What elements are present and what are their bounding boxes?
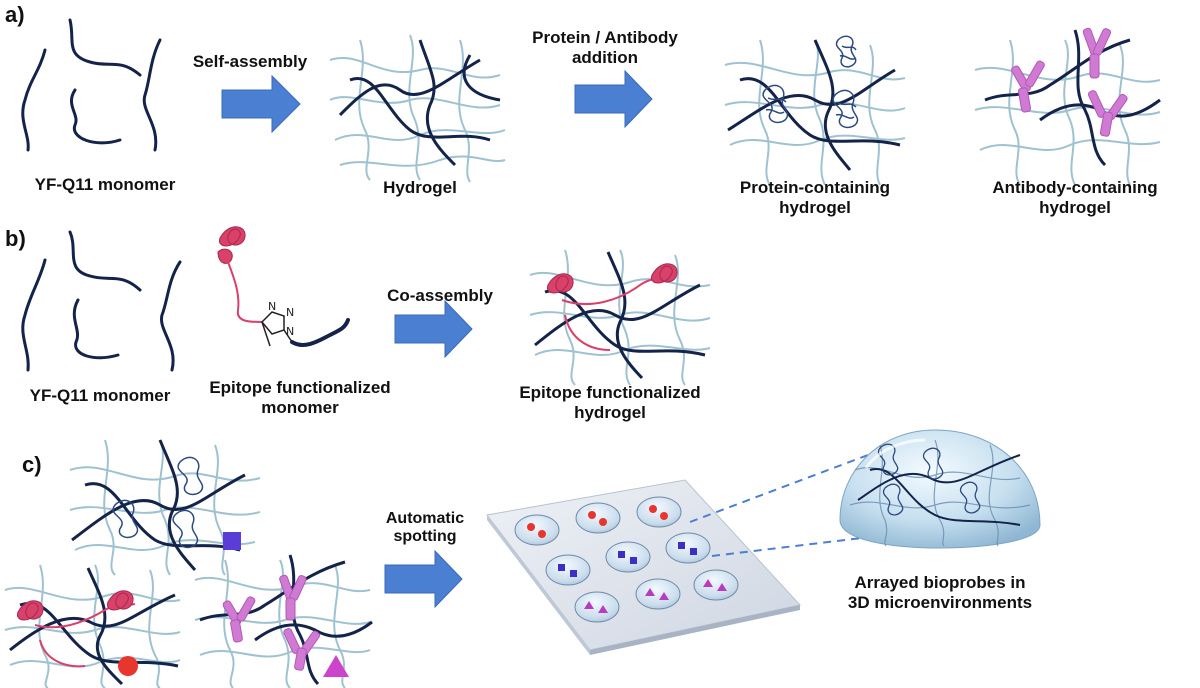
well [514,514,560,546]
label-b-monomer: YF-Q11 monomer [29,386,171,405]
label-line: Automatic [385,510,465,527]
protein-icon [835,35,857,68]
protein-icon [832,89,859,129]
well [574,591,620,623]
triazole-n1: N [268,300,276,313]
well [636,496,682,528]
epitope-helix-icon [650,263,678,284]
label-line: spotting [393,528,457,546]
label-antibody-hydrogel: Antibody-containing hydrogel [975,178,1175,217]
panel-label-c: c) [22,452,42,477]
epitope-helix-icon [546,273,574,294]
label-co-assembly: Co-assembly [387,286,493,305]
label-line: 3D microenvironments [847,592,1033,612]
antibody-icon [1087,90,1128,137]
well [545,554,591,586]
label-line: hydrogel [1039,197,1111,217]
arrow-protein-addition [574,69,653,129]
panel-b-monomers [21,230,182,372]
protein-icon [762,84,789,124]
label-line: addition [571,47,639,67]
monomer-fiber [21,48,47,152]
label-line: Epitope functionalized [209,378,391,397]
protein-icon [877,443,899,476]
label-hydrogel: Hydrogel [383,178,457,197]
label-epitope-monomer: Epitope functionalized monomer [195,378,405,417]
label-line: Antibody-containing [992,178,1158,197]
zoom-lines [689,454,871,557]
well [605,541,651,573]
spot-wells [514,496,739,623]
hydrogel-antibody [974,27,1161,186]
antibody-icon [283,628,321,671]
panel-c-protein-gel [69,439,261,576]
square-marker [223,532,241,550]
triazole-icon [260,311,293,347]
well [693,569,739,601]
epitope-monomer [217,226,350,347]
monomer-fiber [72,298,120,360]
well [635,578,681,610]
label-line: Protein-containing [739,178,891,197]
monomer-fiber [21,258,47,372]
triangle-marker [323,655,349,677]
label-protein-antibody-addition: Protein / Antibody addition [520,28,690,67]
label-line: Epitope functionalized [519,383,701,402]
protein-icon [882,483,904,516]
protein-icon [177,456,204,496]
epitope-helix-icon [16,600,44,621]
panel-c-epitope-gel [4,564,181,688]
label-epitope-hydrogel: Epitope functionalized hydrogel [500,383,720,422]
epitope-helix-icon [106,590,134,611]
label-automatic-spotting: Automatic spotting [360,510,490,547]
hydrogel-a [329,34,506,183]
label-line: hydrogel [779,197,851,217]
triazole-n2: N [286,306,294,319]
label-line: monomer [261,397,339,417]
zoomed-droplet [839,429,1041,549]
label-self-assembly: Self-assembly [192,52,308,71]
monomer-fiber [69,88,122,145]
protein-icon [112,499,139,539]
label-arrayed-bioprobes: Arrayed bioprobes in 3D microenvironment… [820,573,1060,612]
monomer-fiber [68,18,142,77]
hydrogel-epitope [529,249,711,386]
monomer-fiber [142,38,162,152]
antibody-icon [1011,60,1045,113]
arrow-automatic-spotting [384,549,463,609]
monomer-fiber [159,260,182,372]
triazole-n3: N [286,325,294,338]
arrow-self-assembly [221,74,301,134]
label-line: Arrayed bioprobes in [854,573,1026,592]
panel-label-b: b) [5,226,26,251]
well [665,532,711,564]
epitope-helix-icon [217,226,246,264]
label-a-monomer: YF-Q11 monomer [34,175,176,194]
panel-a-monomers [21,18,162,152]
well [575,502,621,534]
label-protein-hydrogel: Protein-containing hydrogel [720,178,910,217]
monomer-fiber [68,230,142,292]
antibody-icon [1082,27,1112,79]
arrow-co-assembly [394,299,473,359]
label-line: Protein / Antibody [532,28,678,47]
circle-marker [118,656,138,676]
antibody-icon [279,574,307,621]
protein-icon [172,509,199,549]
protein-icon [922,447,944,480]
antibody-icon [222,596,256,643]
label-line: hydrogel [574,402,646,422]
panel-label-a: a) [5,2,25,27]
hydrogel-protein [724,35,906,186]
panel-c-antibody-gel [194,554,373,688]
protein-icon [959,481,981,514]
